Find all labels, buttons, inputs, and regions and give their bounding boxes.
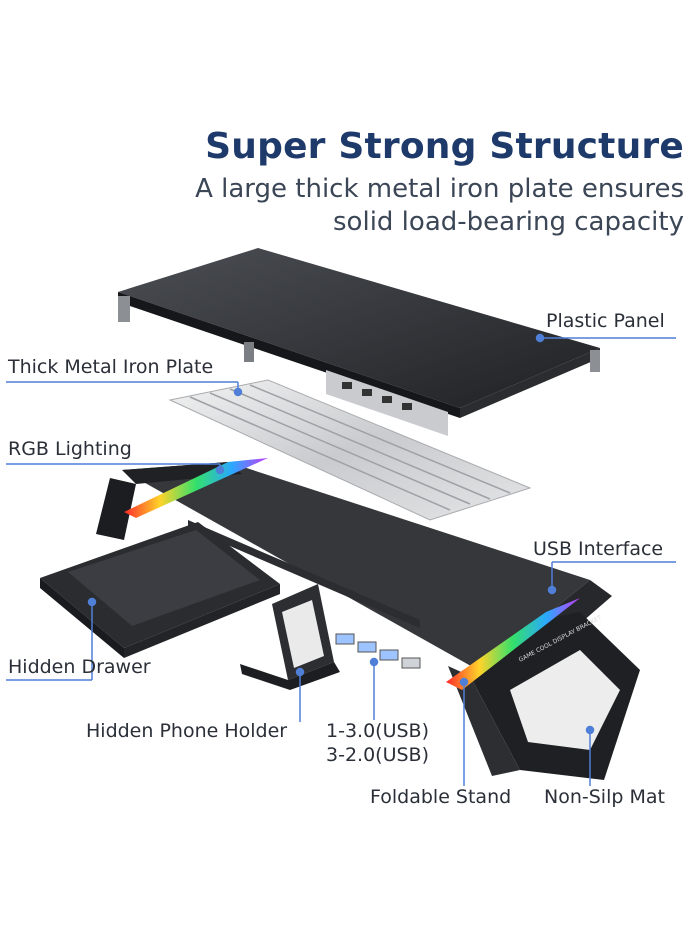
subtitle-line-2: solid load-bearing capacity	[333, 207, 684, 237]
rgb-strip-right	[446, 598, 580, 690]
label-foldable-stand: Foldable Stand	[370, 786, 512, 808]
label-hidden-drawer: Hidden Drawer	[8, 656, 151, 678]
metal-iron-plate	[168, 379, 532, 521]
label-non-slip-mat: Non-Silp Mat	[544, 786, 665, 808]
label-rgb-lighting: RGB Lighting	[8, 438, 132, 460]
label-metal-plate: Thick Metal Iron Plate	[8, 356, 214, 378]
base-stand	[96, 458, 640, 780]
leader-lines	[6, 333, 676, 786]
front-usb-ports	[335, 633, 421, 669]
hidden-phone-holder	[240, 584, 340, 690]
label-usb-interface: USB Interface	[533, 538, 664, 560]
label-usb-ports-line2: 3-2.0(USB)	[326, 744, 429, 766]
hidden-drawer	[40, 522, 280, 658]
plastic-panel	[118, 248, 600, 436]
label-phone-holder: Hidden Phone Holder	[86, 720, 288, 742]
rgb-strip-left	[124, 458, 268, 518]
label-plastic-panel: Plastic Panel	[546, 310, 665, 332]
page-title: Super Strong Structure	[205, 126, 684, 167]
label-usb-ports-line1: 1-3.0(USB)	[326, 720, 429, 742]
subtitle-line-1: A large thick metal iron plate ensures	[195, 174, 684, 204]
panel-usb-module	[326, 370, 448, 436]
